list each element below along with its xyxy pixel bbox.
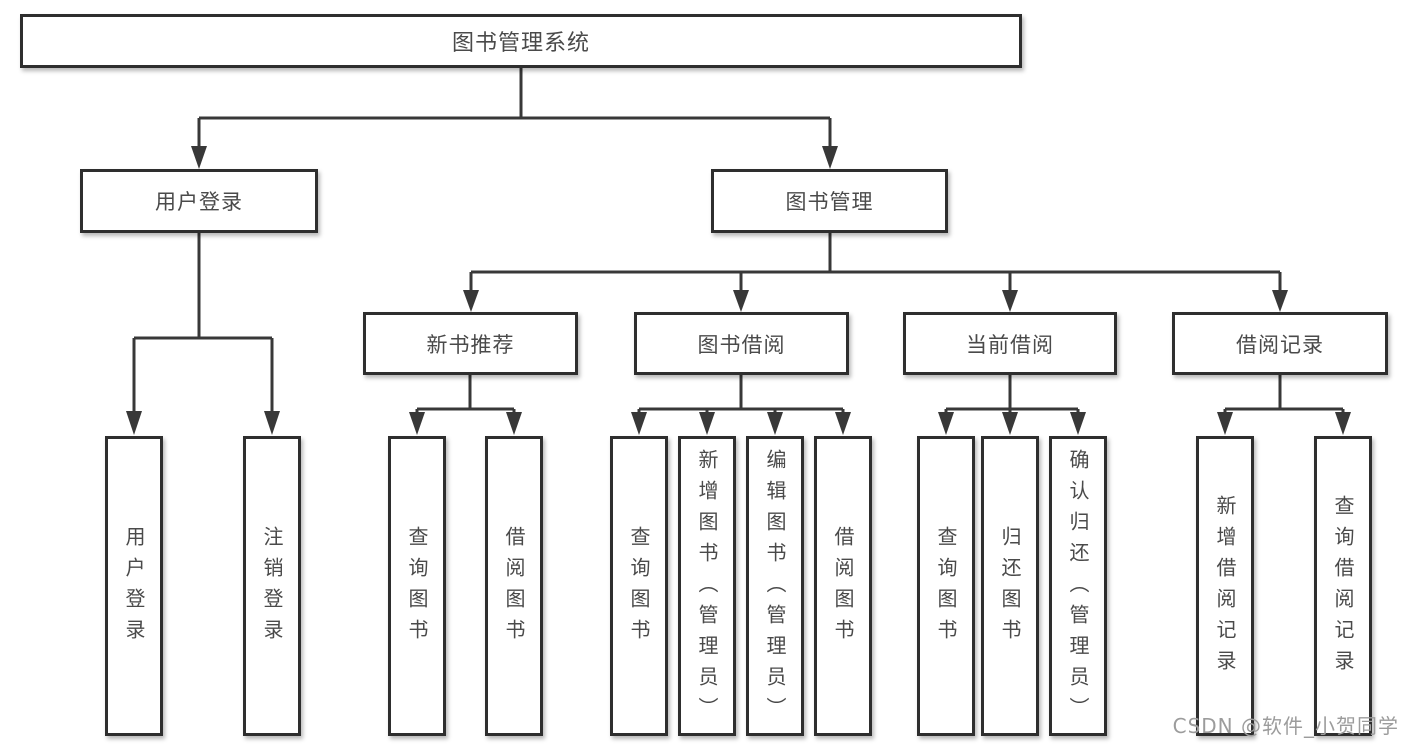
node-book-management: 图书管理 xyxy=(711,169,948,233)
leaf-borrow-query-books: 查询图书 xyxy=(610,436,668,736)
leaf-records-query-record: 查询借阅记录 xyxy=(1314,436,1372,736)
leaf-borrow-add-books-admin: 新增图书（管理员） xyxy=(678,436,736,736)
arrowheads xyxy=(126,146,1351,435)
csdn-watermark: CSDN @软件_小贺同学 xyxy=(1172,714,1399,738)
node-user-login: 用户登录 xyxy=(80,169,318,233)
leaf-recommend-borrow-books: 借阅图书 xyxy=(485,436,543,736)
leaf-current-confirm-return-admin: 确认归还（管理员） xyxy=(1049,436,1107,736)
leaf-user-login: 用户登录 xyxy=(105,436,163,736)
leaf-records-add-record: 新增借阅记录 xyxy=(1196,436,1254,736)
node-root-system: 图书管理系统 xyxy=(20,14,1022,68)
node-new-book-recommend: 新书推荐 xyxy=(363,312,578,375)
node-current-borrow: 当前借阅 xyxy=(903,312,1117,375)
node-book-borrow: 图书借阅 xyxy=(634,312,849,375)
leaf-logout: 注销登录 xyxy=(243,436,301,736)
leaf-current-query-books: 查询图书 xyxy=(917,436,975,736)
leaf-borrow-borrow-books: 借阅图书 xyxy=(814,436,872,736)
leaf-borrow-edit-books-admin: 编辑图书（管理员） xyxy=(746,436,804,736)
leaf-current-return-books: 归还图书 xyxy=(981,436,1039,736)
node-borrow-records: 借阅记录 xyxy=(1172,312,1388,375)
leaf-recommend-query-books: 查询图书 xyxy=(388,436,446,736)
